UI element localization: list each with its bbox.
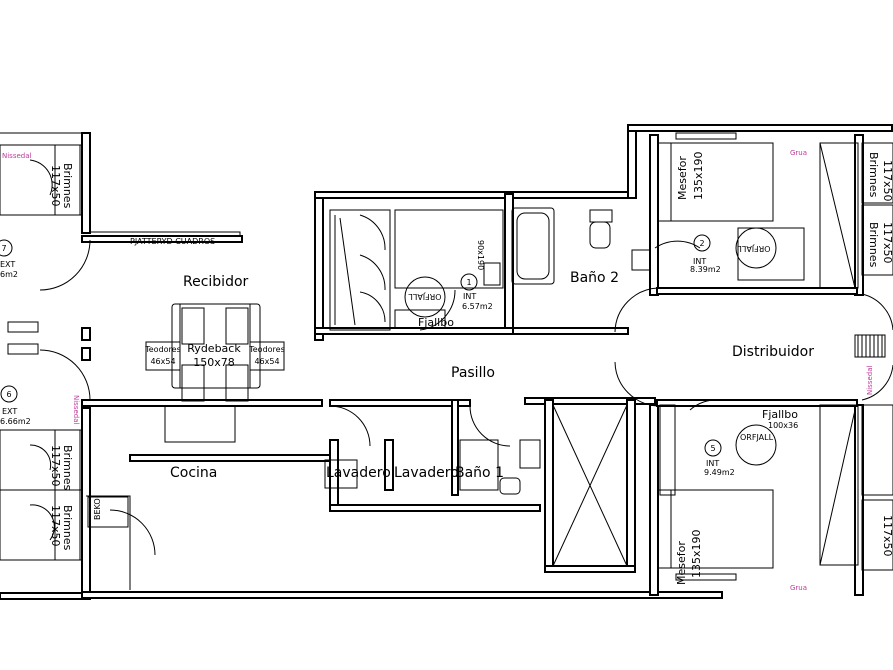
room-lavadero-b: Lavadero (394, 465, 459, 481)
table-name: Rydeback (187, 342, 241, 355)
chair-left-size: 46x54 (150, 357, 175, 366)
marker-7-area: 6m2 (0, 270, 18, 279)
marker-6-area: 6.66m2 (0, 417, 31, 426)
brimnes-top1-size: 117x50 (881, 160, 893, 202)
bedroom-1: 90x190 Fjallbo ORFJALL (329, 209, 504, 331)
chair-left-name: Teodores (144, 345, 181, 354)
room-recibidor: Recibidor (183, 274, 249, 290)
marker-1: 1 INT 6.57m2 (460, 273, 493, 311)
radiators (854, 334, 886, 358)
marker-1-type: INT (463, 292, 476, 301)
dining-set: Rydeback 150x78 Teodores 46x54 Teodores … (144, 303, 285, 402)
fjallbo-1: Fjallbo (418, 316, 454, 329)
brimnes-left3-name: Brimnes (61, 505, 74, 551)
brimnes-left2-size: 117x50 (49, 445, 62, 487)
fjallbo-2: Fjallbo (762, 408, 798, 421)
brimnes-left1-name: Brimnes (61, 163, 74, 209)
marker-7-num: 7 (1, 244, 6, 253)
marker-2-type: INT (693, 257, 706, 266)
grua-bottom: Grua (790, 584, 807, 592)
brimnes-top2-name: Brimnes (867, 222, 880, 268)
nissedal-right: Nissedal (866, 365, 874, 395)
bedroom-2: Mesefor 135x190 Brimnes 117x50 Brimnes 1… (657, 132, 893, 289)
fjallbo-2-size: 100x36 (768, 421, 798, 430)
brimnes-left3-size: 117x50 (49, 505, 62, 547)
room-distribuidor: Distribuidor (732, 344, 814, 360)
marker-2-num: 2 (699, 239, 704, 248)
door-arcs (39, 239, 893, 556)
orfjall-1: ORFJALL (408, 292, 442, 301)
chair-right-name: Teodores (248, 345, 285, 354)
beko-label: BEKO (93, 498, 102, 520)
room-pasillo: Pasillo (451, 365, 495, 381)
marker-2-area: 8.39m2 (690, 265, 721, 274)
room-labels: Recibidor Pasillo Cocina Distribuidor Ba… (170, 270, 814, 481)
marker-5: 5 INT 9.49m2 (704, 439, 735, 477)
bedroom-5: Mesefor 135x190 Brimnes 117x50 Fjallbo 1… (657, 365, 893, 592)
orfjall-3: ORFJALL (740, 433, 774, 442)
marker-2: 2 INT 8.39m2 (690, 234, 721, 274)
pjatteryd-label: PJATTERYD CUADROS (130, 237, 215, 246)
left-rooms: Brimnes 117x50 Brimnes 117x50 Brimnes 11… (0, 144, 215, 561)
bed1-size: 90x190 (476, 240, 485, 270)
brimnes-left1-size: 117x50 (49, 165, 62, 207)
room-cocina: Cocina (170, 465, 217, 481)
nissedal-left-mid: Nissedal (72, 395, 80, 425)
mesefor-bottom-size: 135x190 (690, 529, 703, 578)
table-size: 150x78 (193, 356, 235, 369)
marker-5-num: 5 (710, 444, 715, 453)
outer-walls (0, 124, 893, 600)
mesefor-bottom-name: Mesefor (675, 541, 688, 585)
brimnes-br2-size: 117x50 (881, 515, 893, 557)
marker-5-type: INT (706, 459, 719, 468)
mesefor-top-size: 135x190 (692, 151, 705, 200)
marker-1-num: 1 (466, 278, 471, 287)
marker-5-area: 9.49m2 (704, 468, 735, 477)
laundry-bath1 (324, 404, 628, 567)
room-bano1: Baño 1 (455, 465, 504, 481)
kitchen: BEKO (86, 405, 236, 590)
brimnes-top2-size: 117x50 (881, 222, 893, 264)
room-bano2: Baño 2 (570, 270, 619, 286)
orfjall-2: ORFJALL (737, 244, 771, 253)
bathroom-2 (511, 207, 651, 285)
marker-6-type: EXT (2, 407, 17, 416)
nissedal-left-top: Nissedal (2, 152, 32, 160)
marker-7-type: EXT (0, 260, 15, 269)
marker-6-num: 6 (6, 390, 11, 399)
mesefor-top-name: Mesefor (676, 156, 689, 200)
brimnes-left2-name: Brimnes (61, 445, 74, 491)
brimnes-top1-name: Brimnes (867, 152, 880, 198)
grua-top: Grua (790, 149, 807, 157)
room-lavadero-a: Lavadero (326, 465, 391, 481)
marker-7: 7 EXT 6m2 (0, 239, 18, 279)
chair-right-size: 46x54 (254, 357, 279, 366)
marker-6: 6 EXT 6.66m2 (0, 385, 31, 426)
marker-1-area: 6.57m2 (462, 302, 493, 311)
